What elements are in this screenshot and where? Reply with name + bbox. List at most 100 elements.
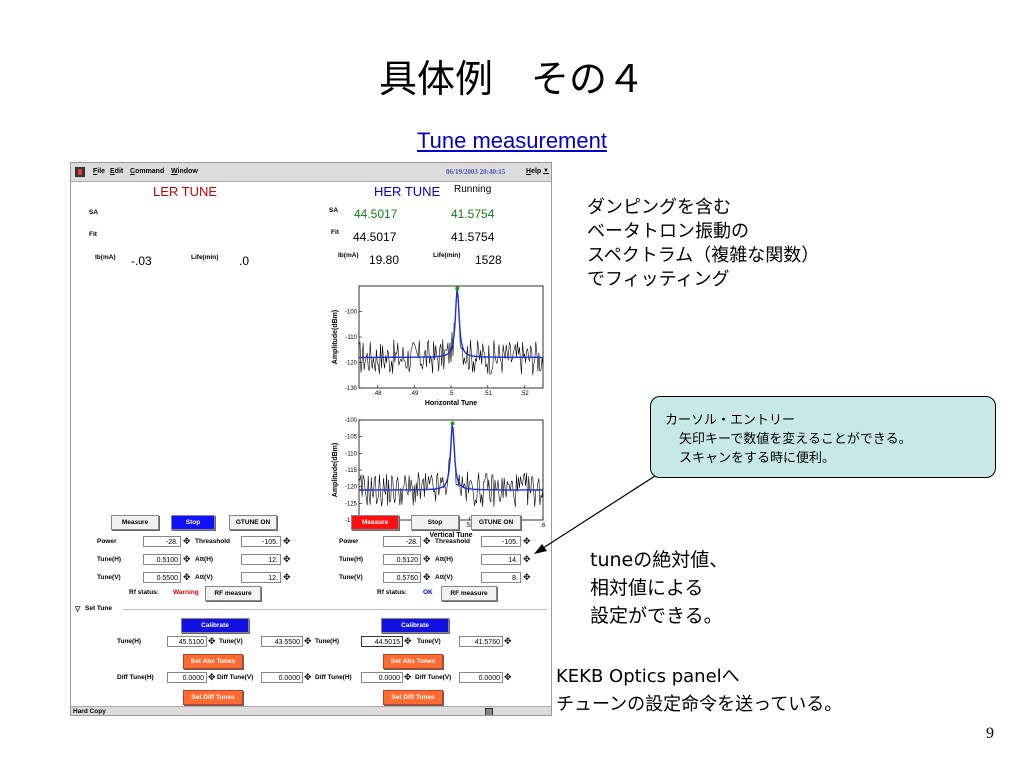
her-set-abs-tunes-button[interactable]: Set Abs Tunes <box>383 654 443 669</box>
ler-set-diff-tunes-button[interactable]: Set Diff Tunes <box>183 690 243 705</box>
ler-set-tune-v-arrows-icon[interactable]: ✥ <box>304 636 312 646</box>
tune-setting-line: tuneの絶対値、 <box>590 549 729 571</box>
x-tick-label: .58 <box>465 523 474 529</box>
her-set-tune-h-arrows-icon[interactable]: ✥ <box>404 636 412 646</box>
ler-measure-button[interactable]: Measure <box>111 515 159 530</box>
her-power-arrows-icon[interactable]: ✥ <box>423 536 431 546</box>
ler-threshold-arrows-icon[interactable]: ✥ <box>283 536 291 546</box>
her-tune-h-field[interactable]: 0.5120 <box>383 554 421 565</box>
slide-subtitle-link[interactable]: Tune measurement <box>417 128 607 153</box>
ler-rf-measure-button[interactable]: RF measure <box>205 586 261 601</box>
damping-note-line: スペクトラム（複雑な関数） <box>587 245 820 266</box>
hard-copy-button[interactable]: Hard Copy <box>73 708 106 715</box>
her-set-tune-h-field[interactable]: 44.5015 <box>361 636 403 647</box>
ler-tune-v-arrows-icon[interactable]: ✥ <box>183 572 191 582</box>
horizontal-tune-chart: .48.49.5.51.52-100-110-120-130Horizontal… <box>332 285 544 407</box>
set-tune-divider <box>123 609 547 610</box>
ler-set-abs-tunes-button[interactable]: Set Abs Tunes <box>183 654 243 669</box>
window-icon[interactable] <box>485 708 493 715</box>
peak-marker <box>455 286 460 291</box>
her-diff-tune-v-label: Diff Tune(V) <box>415 674 452 681</box>
ler-set-tune-h-field[interactable]: 45.5100 <box>167 636 207 647</box>
ler-power-field[interactable]: -28. <box>143 536 181 547</box>
her-diff-tune-h-field[interactable]: 0.0000 <box>361 672 403 683</box>
y-tick-label: -105 <box>345 435 358 441</box>
callout-line: スキャンをする時に便利。 <box>679 451 836 466</box>
ler-power-label: Power <box>97 538 117 545</box>
her-threshold-field[interactable]: -105. <box>481 536 521 547</box>
ler-diff-tune-h-field[interactable]: 0.0000 <box>167 672 207 683</box>
cursor-entry-callout: カーソル・エントリー 矢印キーで数値を変えることができる。 スキャンをする時に便… <box>650 396 996 478</box>
her-measure-button[interactable]: Measure <box>351 515 399 530</box>
her-set-tune-v-field[interactable]: 41.5760 <box>459 636 503 647</box>
damping-note: ダンピングを含む ベータトロン振動の スペクトラム（複雑な関数） でフィッティン… <box>587 196 819 292</box>
ler-threshold-field[interactable]: -105. <box>241 536 281 547</box>
ler-diff-tune-v-arrows-icon[interactable]: ✥ <box>304 672 312 682</box>
her-fit-h: 44.5017 <box>353 230 397 244</box>
her-stop-button[interactable]: Stop <box>411 515 459 530</box>
ler-set-tune-v-field[interactable]: 43.5500 <box>261 636 303 647</box>
ler-att-v-arrows-icon[interactable]: ✥ <box>283 572 291 582</box>
her-att-h-arrows-icon[interactable]: ✥ <box>523 554 531 564</box>
menu-window[interactable]: Window <box>171 168 198 175</box>
her-tune-h-arrows-icon[interactable]: ✥ <box>423 554 431 564</box>
ler-set-tune-h-label: Tune(H) <box>117 638 142 645</box>
her-set-tune-v-label: Tune(V) <box>417 638 441 645</box>
her-sa-label: SA <box>329 207 339 214</box>
ler-diff-tune-h-arrows-icon[interactable]: ✥ <box>208 672 216 682</box>
her-diff-tune-v-arrows-icon[interactable]: ✥ <box>504 672 512 682</box>
her-att-h-field[interactable]: 14. <box>481 554 521 565</box>
ler-sa-label: SA <box>89 209 99 216</box>
ler-tune-h-arrows-icon[interactable]: ✥ <box>183 554 191 564</box>
menu-file[interactable]: File <box>93 168 106 175</box>
x-tick-label: .51 <box>484 391 493 397</box>
ler-att-v-field[interactable]: 12. <box>241 572 281 583</box>
fit-curve-series <box>359 288 543 359</box>
set-tune-collapse-icon[interactable]: ▽ <box>75 606 81 613</box>
ler-tune-title: LER TUNE <box>153 184 218 199</box>
ler-power-arrows-icon[interactable]: ✥ <box>183 536 191 546</box>
her-tune-v-arrows-icon[interactable]: ✥ <box>423 572 431 582</box>
her-calibrate-button[interactable]: Calibrate <box>381 618 449 633</box>
her-gtune-on-button[interactable]: GTUNE ON <box>471 515 521 530</box>
her-att-v-arrows-icon[interactable]: ✥ <box>523 572 531 582</box>
her-diff-tune-v-field[interactable]: 0.0000 <box>459 672 503 683</box>
damping-note-line: でフィッティング <box>587 269 730 290</box>
ler-tune-v-label: Tune(V) <box>97 574 121 581</box>
her-rf-status-label: Rf status: <box>377 589 407 596</box>
page-number: 9 <box>986 725 994 742</box>
ler-diff-tune-v-label: Diff Tune(V) <box>217 674 254 681</box>
her-tune-v-field[interactable]: 0.5760 <box>383 572 421 583</box>
ler-stop-button[interactable]: Stop <box>171 515 215 530</box>
x-axis-label: Vertical Tune <box>429 532 472 539</box>
her-diff-tune-h-arrows-icon[interactable]: ✥ <box>404 672 412 682</box>
ler-tune-v-field[interactable]: 0.5500 <box>143 572 181 583</box>
her-fit-v: 41.5754 <box>451 230 495 244</box>
menu-command[interactable]: Command <box>130 168 165 175</box>
x-axis-label: Horizontal Tune <box>425 400 477 407</box>
x-tick-label: .48 <box>373 391 382 397</box>
her-threshold-arrows-icon[interactable]: ✥ <box>523 536 531 546</box>
vertical-tune-chart: .56.57.58.59.6-100-105-110-115-120-125-1… <box>332 418 546 539</box>
ler-calibrate-button[interactable]: Calibrate <box>181 618 249 633</box>
her-tune-v-label: Tune(V) <box>339 574 363 581</box>
her-set-diff-tunes-button[interactable]: Set Diff Tunes <box>383 690 443 705</box>
ler-fit-label: Fit <box>89 231 97 238</box>
her-rf-status-value: OK <box>423 589 433 596</box>
ler-set-tune-h-arrows-icon[interactable]: ✥ <box>208 636 216 646</box>
y-tick-label: -100 <box>345 418 358 424</box>
her-power-field[interactable]: -28. <box>383 536 421 547</box>
her-rf-measure-button[interactable]: RF measure <box>441 586 497 601</box>
her-set-tune-v-arrows-icon[interactable]: ✥ <box>504 636 512 646</box>
ler-gtune-on-button[interactable]: GTUNE ON <box>229 515 277 530</box>
her-sa-h: 44.5017 <box>354 207 398 221</box>
tune-app-window: File Edit Command Window 06/19/2003 20:4… <box>70 162 552 716</box>
ler-tune-h-field[interactable]: 0.5100 <box>143 554 181 565</box>
her-att-v-field[interactable]: 8. <box>481 572 521 583</box>
ler-att-h-arrows-icon[interactable]: ✥ <box>283 554 291 564</box>
menu-help[interactable]: Help <box>526 168 542 175</box>
help-dropdown-icon[interactable]: ▼ <box>543 168 549 174</box>
ler-diff-tune-v-field[interactable]: 0.0000 <box>261 672 303 683</box>
ler-att-h-field[interactable]: 12. <box>241 554 281 565</box>
menu-edit[interactable]: Edit <box>110 168 124 175</box>
